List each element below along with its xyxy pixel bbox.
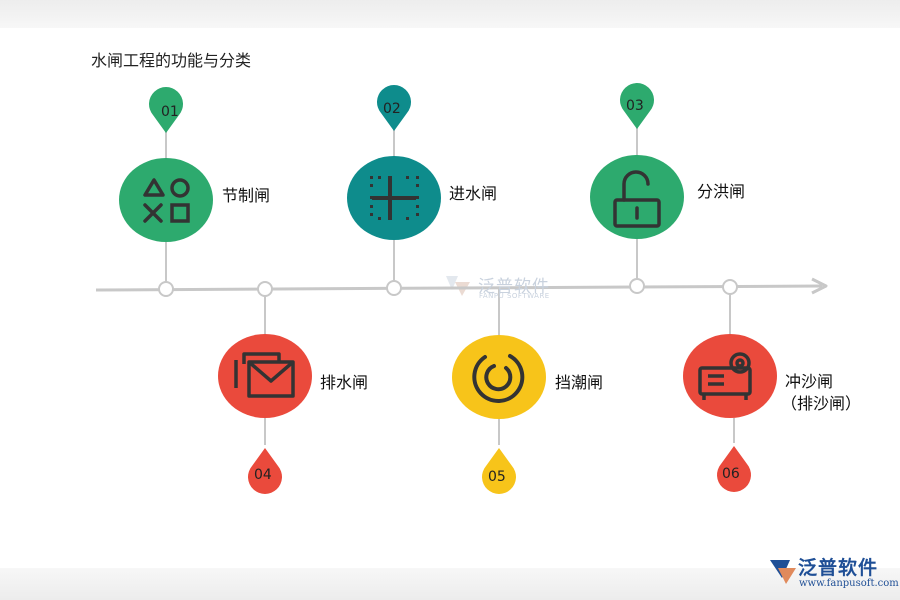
node-04: 04 xyxy=(218,281,312,494)
label-01: 节制闸 xyxy=(222,186,271,205)
label-03: 分洪闸 xyxy=(697,182,746,201)
label-05: 挡潮闸 xyxy=(555,373,604,392)
pin-01-number: 01 xyxy=(161,104,179,120)
pin-03 xyxy=(620,83,654,129)
node-03: 03 xyxy=(590,83,684,294)
brand-logo-text: 泛普软件 xyxy=(798,557,879,579)
watermark-logo-icon xyxy=(446,276,470,296)
bottom-bar xyxy=(0,568,900,600)
circle-05 xyxy=(452,335,546,419)
pin-05 xyxy=(481,448,516,494)
shapes-icon xyxy=(143,178,190,223)
label-06-sub: （排沙闸） xyxy=(781,394,862,413)
pin-04-number: 04 xyxy=(254,467,272,483)
label-04: 排水闸 xyxy=(320,373,369,392)
brand-logo-url: www.fanpusoft.com xyxy=(799,578,899,589)
ring-icon xyxy=(472,354,525,403)
top-bar xyxy=(0,0,900,28)
pin-06-number: 06 xyxy=(722,466,740,482)
circle-06 xyxy=(683,334,777,418)
axis-dot-06 xyxy=(722,279,738,295)
axis-dot-03 xyxy=(629,278,645,294)
axis-dot-02 xyxy=(386,280,402,296)
brand-logo-icon xyxy=(770,560,796,584)
axis-dot-04 xyxy=(257,281,273,297)
node-06: 06 xyxy=(683,279,777,492)
timeline-axis xyxy=(95,277,828,295)
label-02: 进水闸 xyxy=(449,184,498,203)
page-title: 水闸工程的功能与分类 xyxy=(91,51,252,70)
pin-04 xyxy=(248,448,282,494)
pin-03-number: 03 xyxy=(626,98,644,114)
node-05: 05 xyxy=(452,288,546,494)
unlock-icon xyxy=(613,170,661,228)
pin-06 xyxy=(717,446,752,492)
label-06: 冲沙闸 xyxy=(785,372,834,391)
pin-02-number: 02 xyxy=(383,101,401,117)
mail-icon xyxy=(234,352,295,398)
watermark-subtext: FANPU SOFTWARE xyxy=(479,292,550,300)
node-02: 02 xyxy=(347,85,441,296)
grid-icon xyxy=(370,176,419,220)
pin-05-number: 05 xyxy=(488,469,506,485)
circle-01 xyxy=(119,158,213,242)
pin-02 xyxy=(377,85,411,131)
axis-dot-01 xyxy=(158,281,174,297)
node-01: 01 xyxy=(119,87,213,297)
projector-icon xyxy=(698,352,752,400)
pin-01 xyxy=(149,87,183,133)
watermark-text: 泛普软件 xyxy=(478,277,550,297)
